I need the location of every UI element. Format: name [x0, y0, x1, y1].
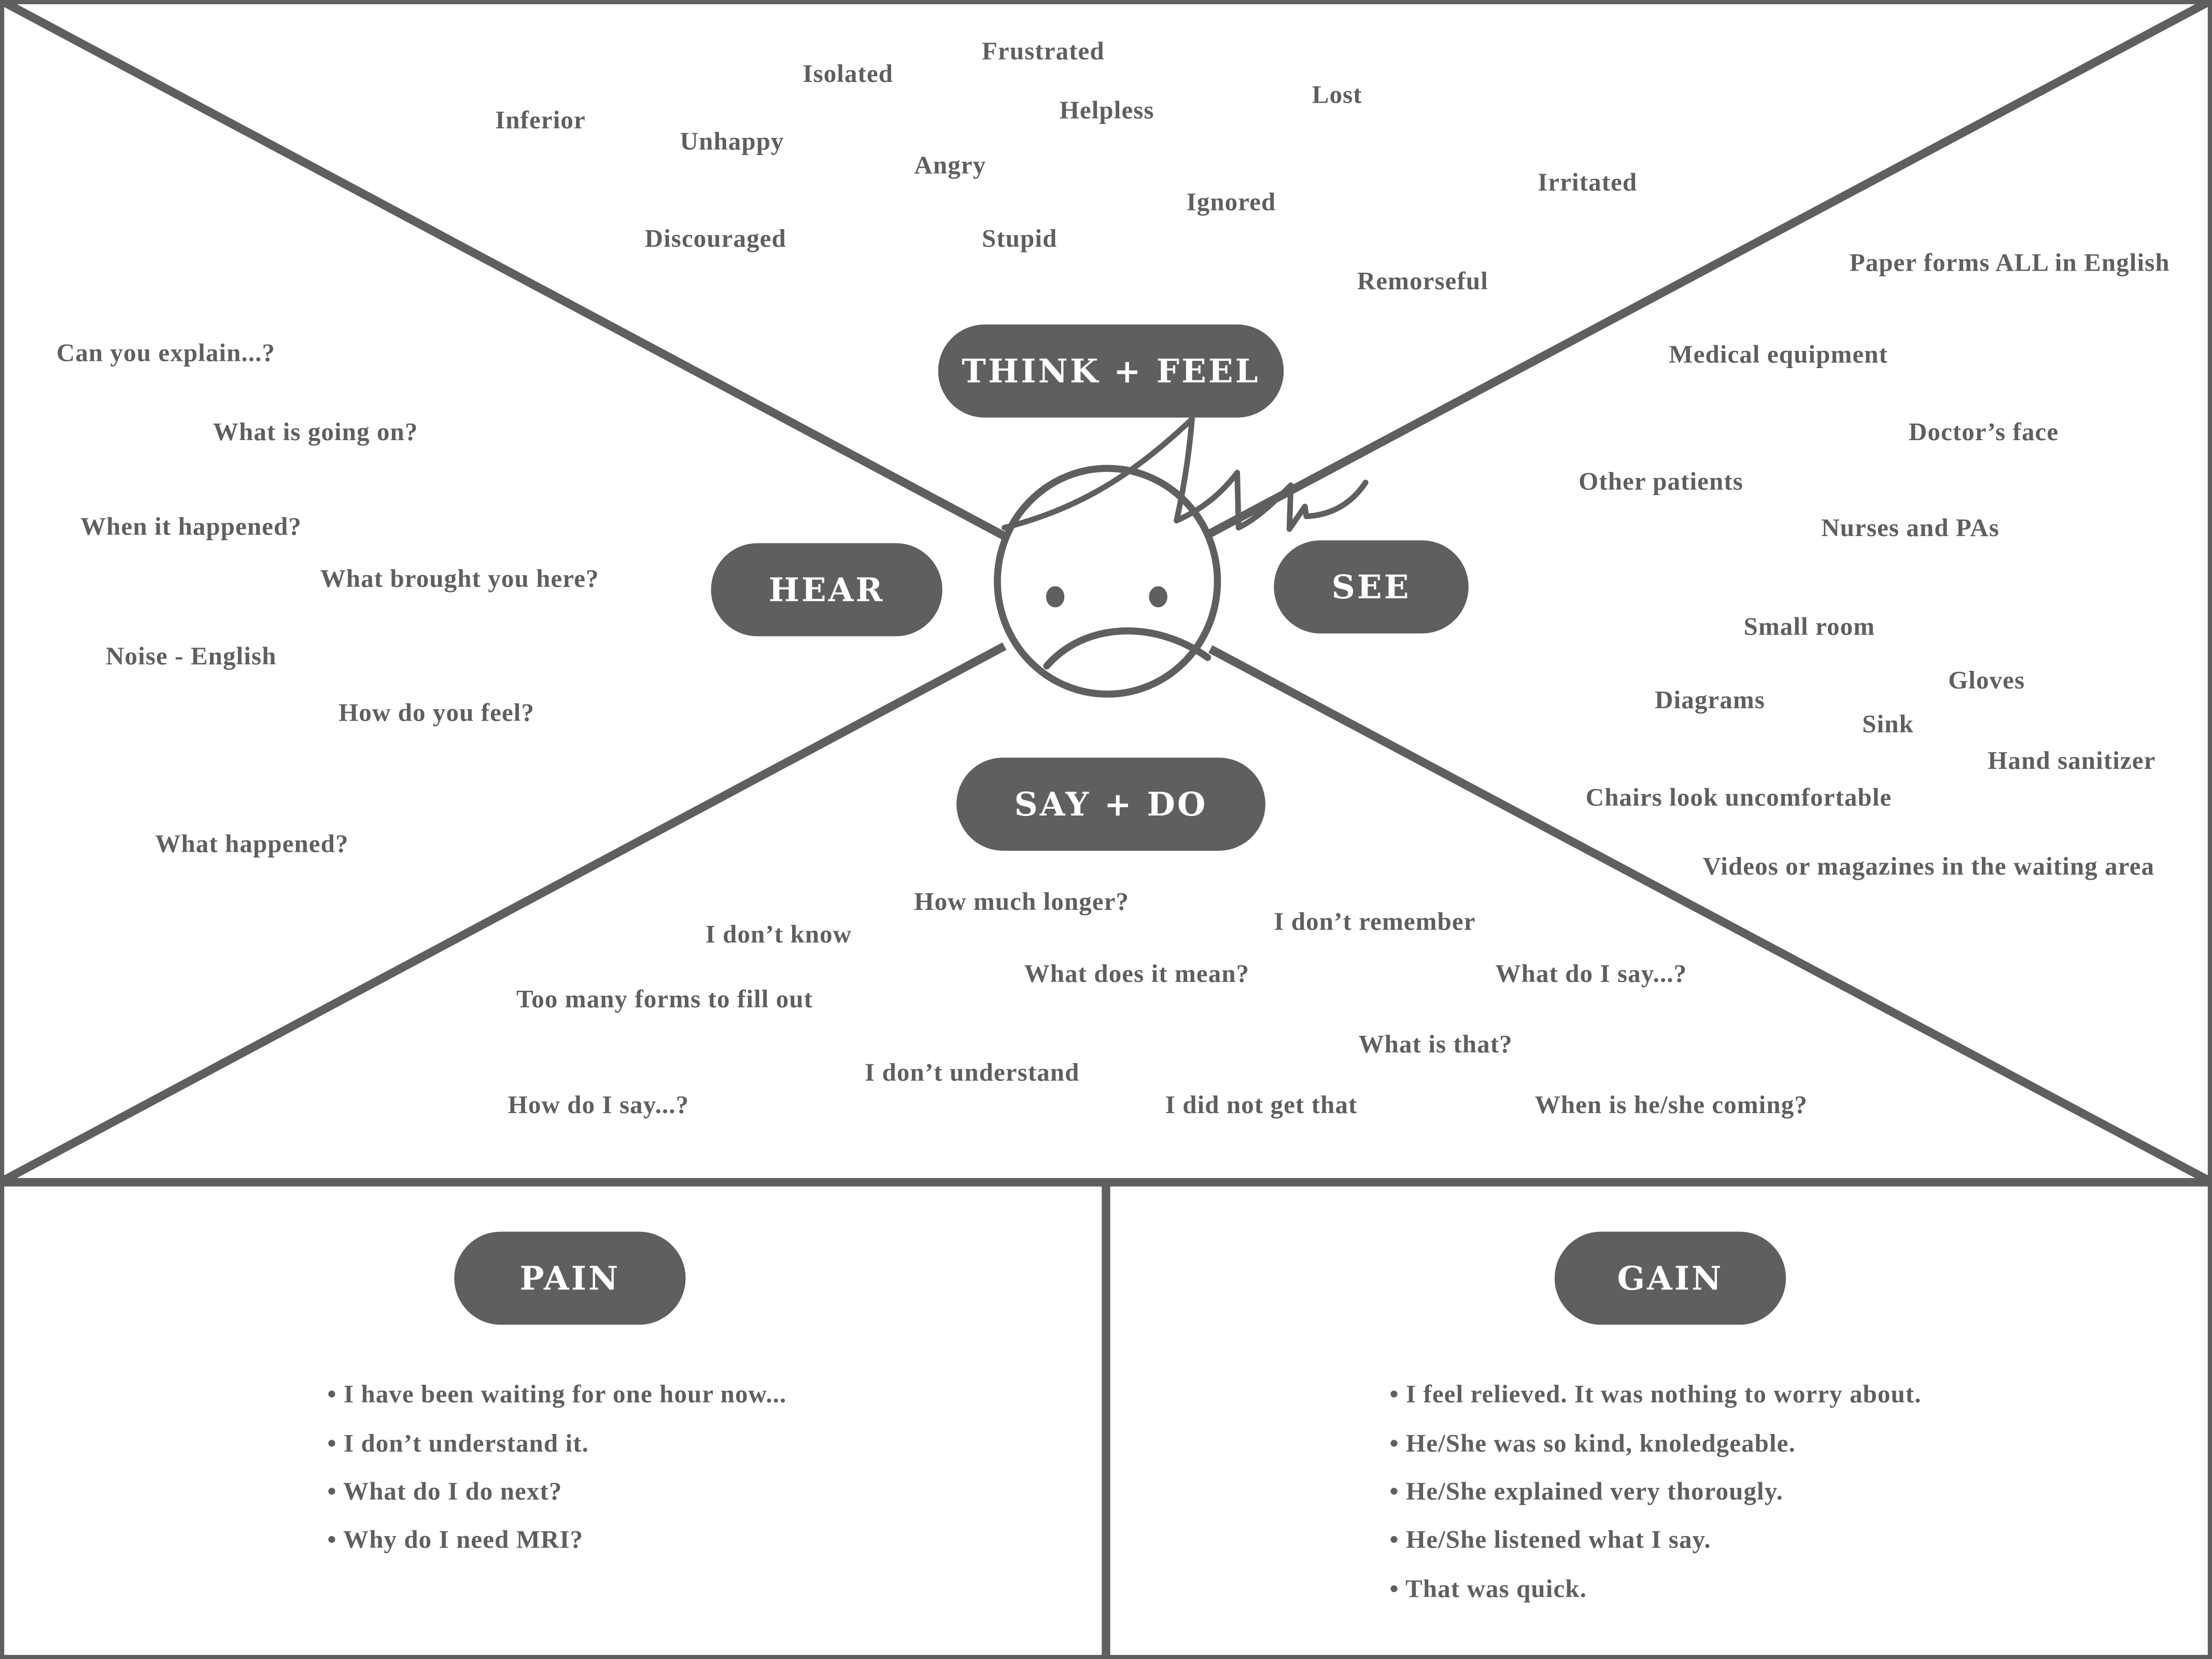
gain-item: • He/She was so kind, knoledgeable.	[1389, 1429, 1796, 1458]
pain-item: • I don’t understand it.	[327, 1429, 589, 1458]
say-do-item: When is he/she coming?	[1534, 1090, 1808, 1119]
see-item: Sink	[1862, 709, 1914, 738]
see-item: Hand sanitizer	[1988, 746, 2156, 775]
think-feel-word: Discouraged	[644, 224, 786, 253]
see-item: Videos or magazines in the waiting area	[1702, 852, 2155, 881]
sad-face-icon	[994, 416, 1369, 698]
think-feel-word: Ignored	[1186, 187, 1276, 216]
divider-bottom-left	[0, 642, 1007, 1186]
divider-bottom-right	[1208, 645, 2212, 1186]
think-feel-word: Inferior	[495, 106, 586, 134]
say-do-item: Too many forms to fill out	[516, 985, 813, 1013]
see-item: Medical equipment	[1669, 340, 1888, 369]
say-do-item: How much longer?	[914, 887, 1130, 916]
think-feel-word: Angry	[914, 151, 987, 179]
say-do-item: What is that?	[1358, 1030, 1513, 1058]
hear-item: What brought you here?	[320, 564, 599, 593]
say-do-item: What does it mean?	[1024, 959, 1250, 988]
see-item: Nurses and PAs	[1821, 513, 1999, 542]
hear-item: Can you explain...?	[56, 339, 276, 367]
see-item: Diagrams	[1655, 685, 1765, 714]
divider-top-left	[0, 0, 1007, 540]
see-item: Other patients	[1579, 467, 1743, 496]
hear-item: What happened?	[155, 830, 349, 858]
see-item: Doctor’s face	[1908, 417, 2059, 446]
hear-item: Noise - English	[106, 642, 277, 670]
say-do-label: SAY + DO	[956, 757, 1266, 851]
pain-item: • What do I do next?	[327, 1477, 562, 1506]
hear-item: What is going on?	[213, 417, 418, 446]
think-feel-word: Remorseful	[1357, 266, 1488, 295]
think-feel-word: Isolated	[802, 59, 894, 88]
pain-item: • I have been waiting for one hour now..…	[327, 1380, 787, 1408]
think-feel-word: Helpless	[1059, 96, 1154, 124]
see-item: Small room	[1743, 612, 1876, 641]
think-feel-word: Frustrated	[982, 36, 1105, 65]
think-feel-word: Unhappy	[680, 126, 784, 156]
say-do-item: I don’t remember	[1274, 907, 1476, 936]
see-item: Paper forms ALL in English	[1849, 248, 2170, 277]
divider-top-right	[1208, 0, 2212, 537]
hear-item: When it happened?	[80, 512, 302, 541]
say-do-item: I don’t understand	[865, 1058, 1080, 1087]
gain-item: • I feel relieved. It was nothing to wor…	[1389, 1380, 1922, 1408]
hear-item: How do you feel?	[339, 698, 535, 727]
gain-item: • He/She listened what I say.	[1389, 1525, 1711, 1554]
think-feel-word: Irritated	[1538, 167, 1638, 196]
say-do-item: What do I say...?	[1495, 959, 1687, 988]
think-feel-word: Stupid	[982, 224, 1058, 253]
see-item: Gloves	[1948, 666, 2025, 694]
pain-label: PAIN	[454, 1231, 686, 1325]
gain-item: • That was quick.	[1389, 1574, 1587, 1603]
gain-item: • He/She explained very thorougly.	[1389, 1477, 1783, 1506]
say-do-item: How do I say...?	[508, 1090, 689, 1119]
gain-label: GAIN	[1554, 1231, 1786, 1325]
say-do-item: I did not get that	[1165, 1090, 1358, 1119]
say-do-item: I don’t know	[705, 920, 852, 948]
see-item: Chairs look uncomfortable	[1585, 783, 1892, 811]
pain-item: • Why do I need MRI?	[327, 1525, 584, 1554]
think-feel-label: THINK + FEEL	[938, 324, 1284, 418]
see-label: SEE	[1274, 540, 1469, 634]
think-feel-word: Lost	[1312, 80, 1362, 109]
hear-label: HEAR	[711, 543, 942, 637]
